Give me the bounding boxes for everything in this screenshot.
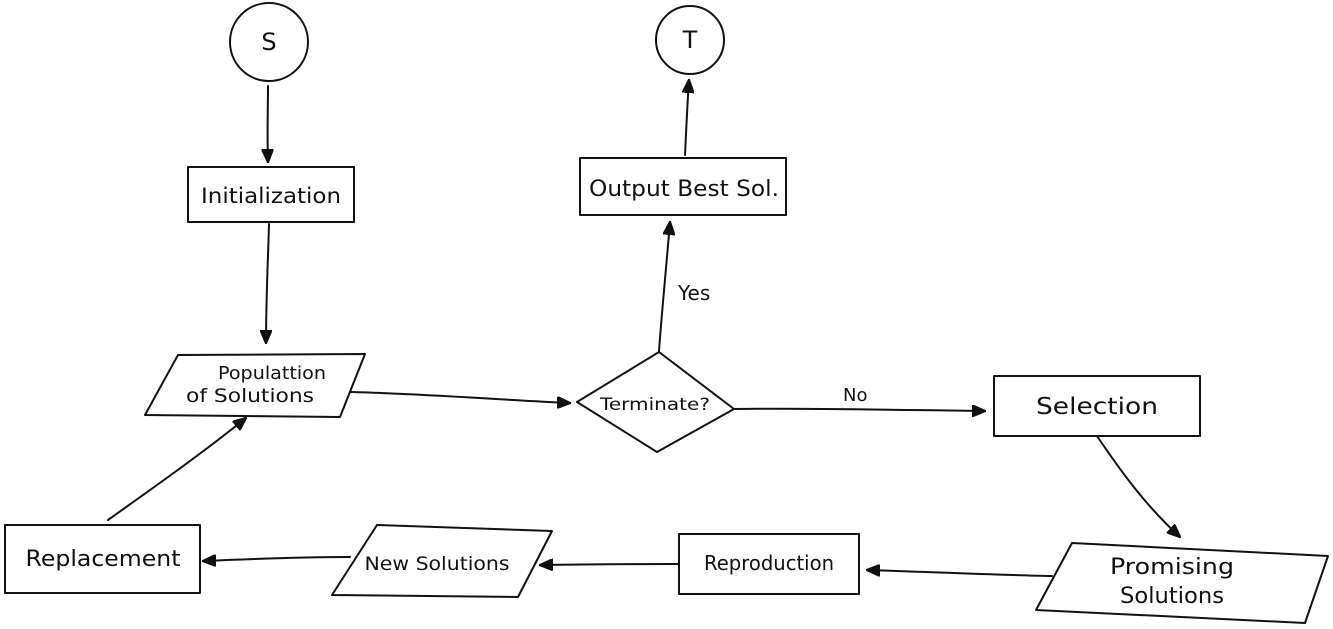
node-terminate-label: Terminate? [599, 395, 710, 415]
edge-label-yes: Yes [677, 281, 710, 305]
edge-initialization-to-population [266, 223, 269, 343]
node-replacement-label: Replacement [26, 547, 181, 572]
node-promising-label-line2: Solutions [1120, 584, 1224, 609]
edge-reproduction-to-newsolutions [540, 564, 679, 565]
edge-newsolutions-to-replacement [203, 557, 351, 561]
node-initialization-label: Initialization [201, 184, 341, 208]
node-selection: Selection [993, 375, 1201, 437]
node-new-solutions: New Solutions [331, 524, 553, 598]
node-selection-label: Selection [1036, 394, 1158, 420]
edge-promising-to-reproduction [867, 570, 1053, 577]
node-output-best: Output Best Sol. [579, 157, 787, 216]
edge-replacement-to-population [107, 418, 246, 521]
node-initialization: Initialization [187, 166, 355, 223]
edges [107, 80, 1180, 577]
node-promising-label-line1: Promising [1110, 555, 1234, 580]
node-terminal: T [655, 5, 725, 75]
node-output-best-label: Output Best Sol. [589, 177, 779, 202]
edge-selection-to-promising [1096, 435, 1180, 537]
edge-population-to-terminate [350, 391, 570, 403]
node-promising: Promising Solutions [1035, 542, 1329, 624]
node-population: Populattion of Solutions [144, 353, 366, 418]
edge-label-no: No [843, 385, 867, 406]
node-population-label-line2: of Solutions [186, 385, 314, 407]
node-population-label-line1: Populattion [218, 363, 326, 384]
node-new-solutions-label: New Solutions [365, 553, 510, 575]
edge-terminate-to-output [658, 222, 670, 352]
node-terminate: Terminate? [576, 351, 735, 453]
edge-terminate-to-selection [733, 409, 985, 411]
node-reproduction: Reproduction [678, 533, 860, 595]
node-reproduction-label: Reproduction [704, 551, 834, 575]
node-replacement: Replacement [4, 524, 201, 594]
node-start-label: S [261, 28, 276, 56]
edge-output-to-terminal [685, 80, 689, 156]
node-start: S [229, 2, 309, 82]
node-terminal-label: T [682, 26, 698, 54]
